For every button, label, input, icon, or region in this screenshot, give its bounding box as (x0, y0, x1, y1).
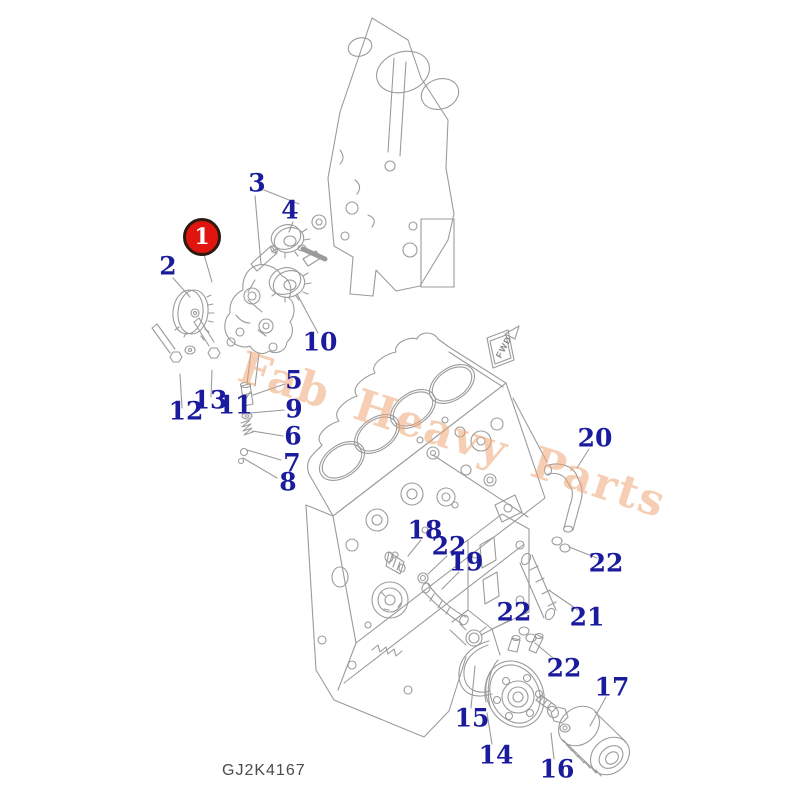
callout-number: 1 (194, 224, 210, 250)
front-housing-drawing (297, 17, 460, 297)
callout-number: 21 (569, 602, 605, 632)
callout-20-19: 20 (578, 426, 613, 451)
callout-22-22: 22 (589, 551, 624, 576)
callout-number: 22 (431, 531, 467, 561)
callout-15-14: 15 (455, 706, 490, 731)
callout-13-12: 13 (193, 388, 228, 413)
callout-number: 22 (546, 653, 582, 683)
callout-16-15: 16 (540, 757, 575, 782)
callout-12-11: 12 (169, 399, 204, 424)
callout-18-17: 18 (408, 518, 443, 543)
callout-number: 3 (248, 168, 266, 198)
callout-number: 11 (217, 390, 253, 420)
oil-cooler-drawing (458, 632, 630, 777)
callout-9-8: 9 (285, 397, 302, 422)
callout-number: 22 (588, 548, 624, 578)
callout-number: 17 (594, 672, 630, 702)
callout-number: 6 (284, 421, 302, 451)
callout-number: 14 (478, 740, 514, 770)
callout-number: 16 (539, 754, 575, 784)
relief-valve-parts-drawing (237, 381, 254, 465)
oil-pump-body-drawing (224, 264, 295, 387)
callout-number: 8 (279, 467, 297, 497)
callout-1-0: 1 (183, 218, 221, 256)
callout-3-2: 3 (248, 171, 265, 196)
callout-number: 2 (159, 251, 177, 281)
drive-gear-drawing (172, 289, 215, 341)
callout-19-18: 19 (449, 550, 484, 575)
cylinder-block-drawing (305, 332, 548, 738)
idler-gears-drawing (268, 224, 312, 303)
callout-number: 20 (577, 423, 613, 453)
callout-number: 12 (168, 396, 204, 426)
callout-17-16: 17 (595, 675, 630, 700)
leader-lines (172, 189, 607, 760)
callout-22-21: 22 (432, 534, 467, 559)
callout-number: 13 (192, 385, 228, 415)
callout-number: 5 (285, 365, 303, 395)
diagram-code: GJ2K4167 (222, 762, 306, 779)
fwd-flag-drawing (486, 325, 520, 369)
callout-number: 19 (448, 547, 484, 577)
callout-number: 10 (302, 327, 338, 357)
callout-5-4: 5 (285, 368, 302, 393)
callout-22-23: 22 (497, 600, 532, 625)
callout-2-1: 2 (159, 254, 176, 279)
callout-21-20: 21 (570, 605, 605, 630)
callout-number: 4 (281, 195, 299, 225)
callout-11-10: 11 (218, 393, 253, 418)
oil-lines-drawing (384, 463, 583, 647)
callout-8-7: 8 (279, 470, 296, 495)
callout-number: 7 (283, 448, 301, 478)
callout-number: 15 (454, 703, 490, 733)
callout-4-3: 4 (281, 198, 298, 223)
callout-6-5: 6 (284, 424, 301, 449)
callout-7-6: 7 (283, 451, 300, 476)
callout-number: 9 (285, 394, 303, 424)
callout-number: 18 (407, 515, 443, 545)
callout-22-24: 22 (547, 656, 582, 681)
callout-14-13: 14 (479, 743, 514, 768)
callout-number: 22 (496, 597, 532, 627)
callout-10-9: 10 (303, 330, 338, 355)
mount-bolts-drawing (151, 317, 221, 363)
